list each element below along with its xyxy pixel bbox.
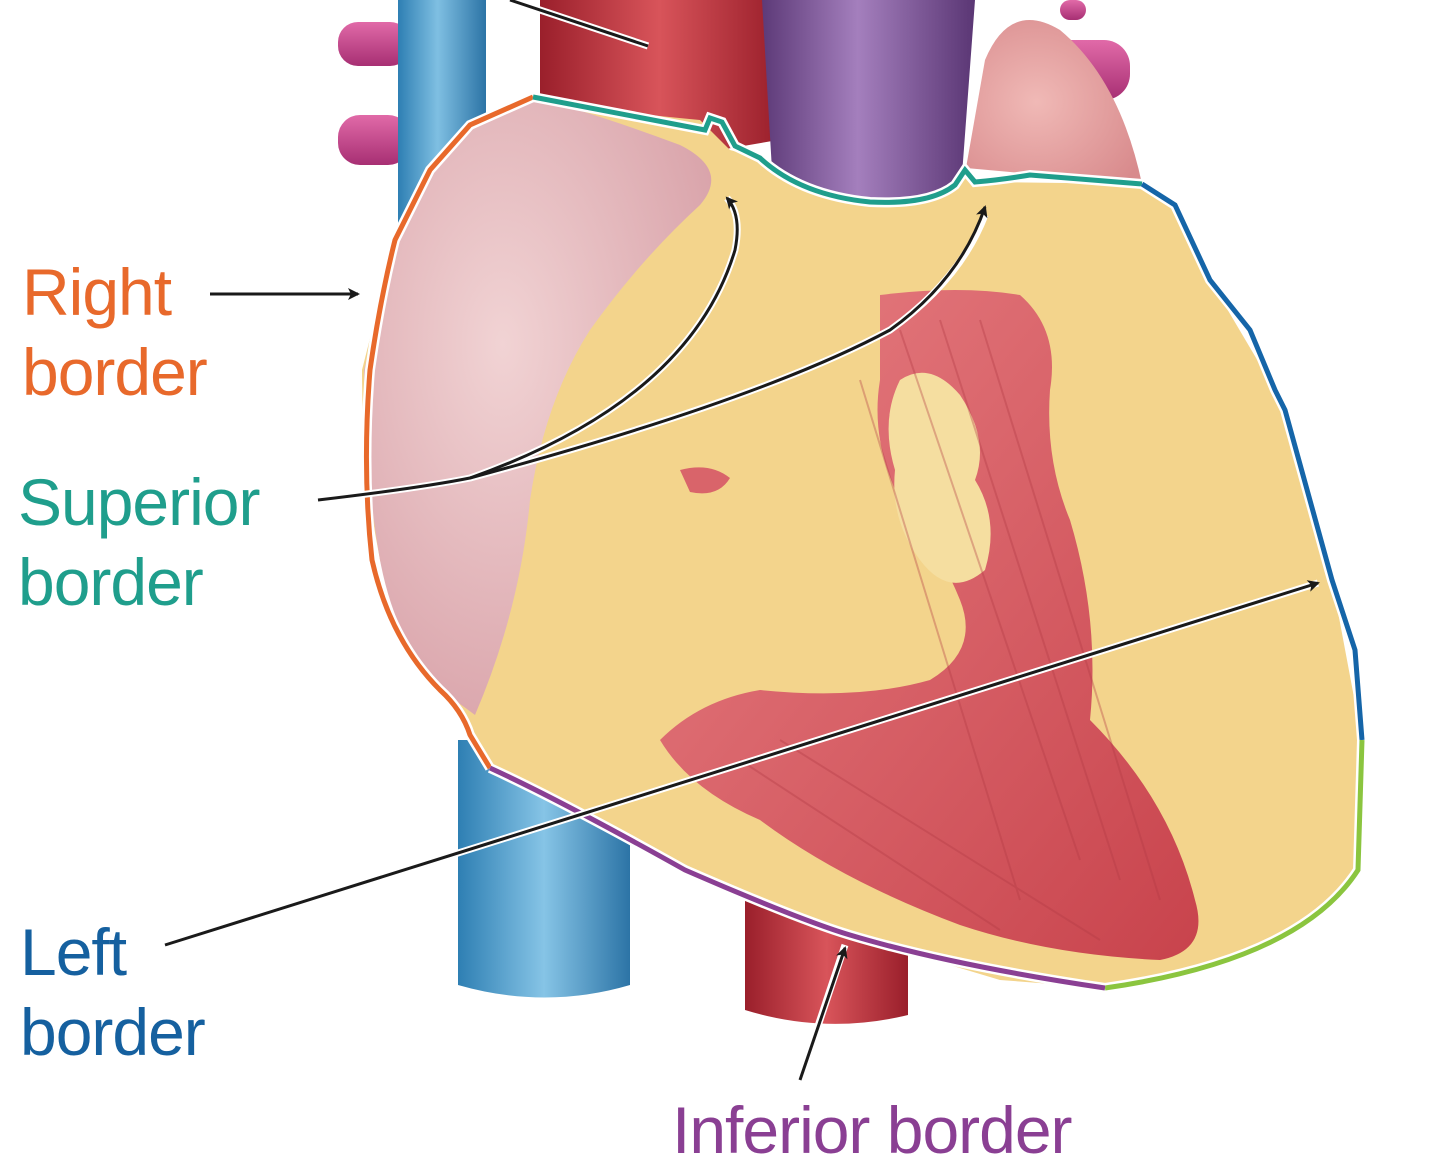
muscle-striations	[739, 319, 1161, 941]
superior-border-label: Superior border	[18, 462, 260, 622]
muscle-spot	[680, 467, 730, 494]
left-border-label: Left border	[20, 912, 206, 1072]
superior-border-stroke	[532, 94, 1143, 205]
inferior-border-arrow	[798, 946, 848, 1081]
inferior-border-label-line1: Inferior border	[672, 1093, 1073, 1167]
right-border-label-line1: Right	[22, 255, 172, 329]
right-border-label-line2: border	[22, 335, 208, 409]
pulmonary-trunk	[762, 0, 975, 201]
vessel-leader-line	[509, 0, 649, 48]
inferior-border-label: Inferior border	[672, 1090, 1073, 1170]
superior-border-arrow-2	[469, 205, 988, 480]
right-atrium	[364, 97, 712, 715]
left-atrial-appendage	[966, 20, 1142, 184]
fat-island	[888, 372, 991, 583]
superior-border-arrow-1	[317, 196, 739, 502]
left-border-label-line1: Left	[20, 915, 127, 989]
apex-border-stroke	[1104, 739, 1365, 991]
inferior-border-stroke	[488, 765, 1106, 991]
right-border-label: Right border	[22, 252, 208, 412]
superior-border-label-line2: border	[18, 545, 204, 619]
leader-lines	[164, 0, 1320, 1081]
left-border-arrow	[164, 580, 1320, 947]
left-border-stroke	[1140, 181, 1365, 741]
superior-border-label-line1: Superior	[18, 465, 260, 539]
ventricle-muscle	[660, 290, 1199, 960]
right-border-stroke	[363, 94, 535, 770]
left-border-label-line2: border	[20, 995, 206, 1069]
